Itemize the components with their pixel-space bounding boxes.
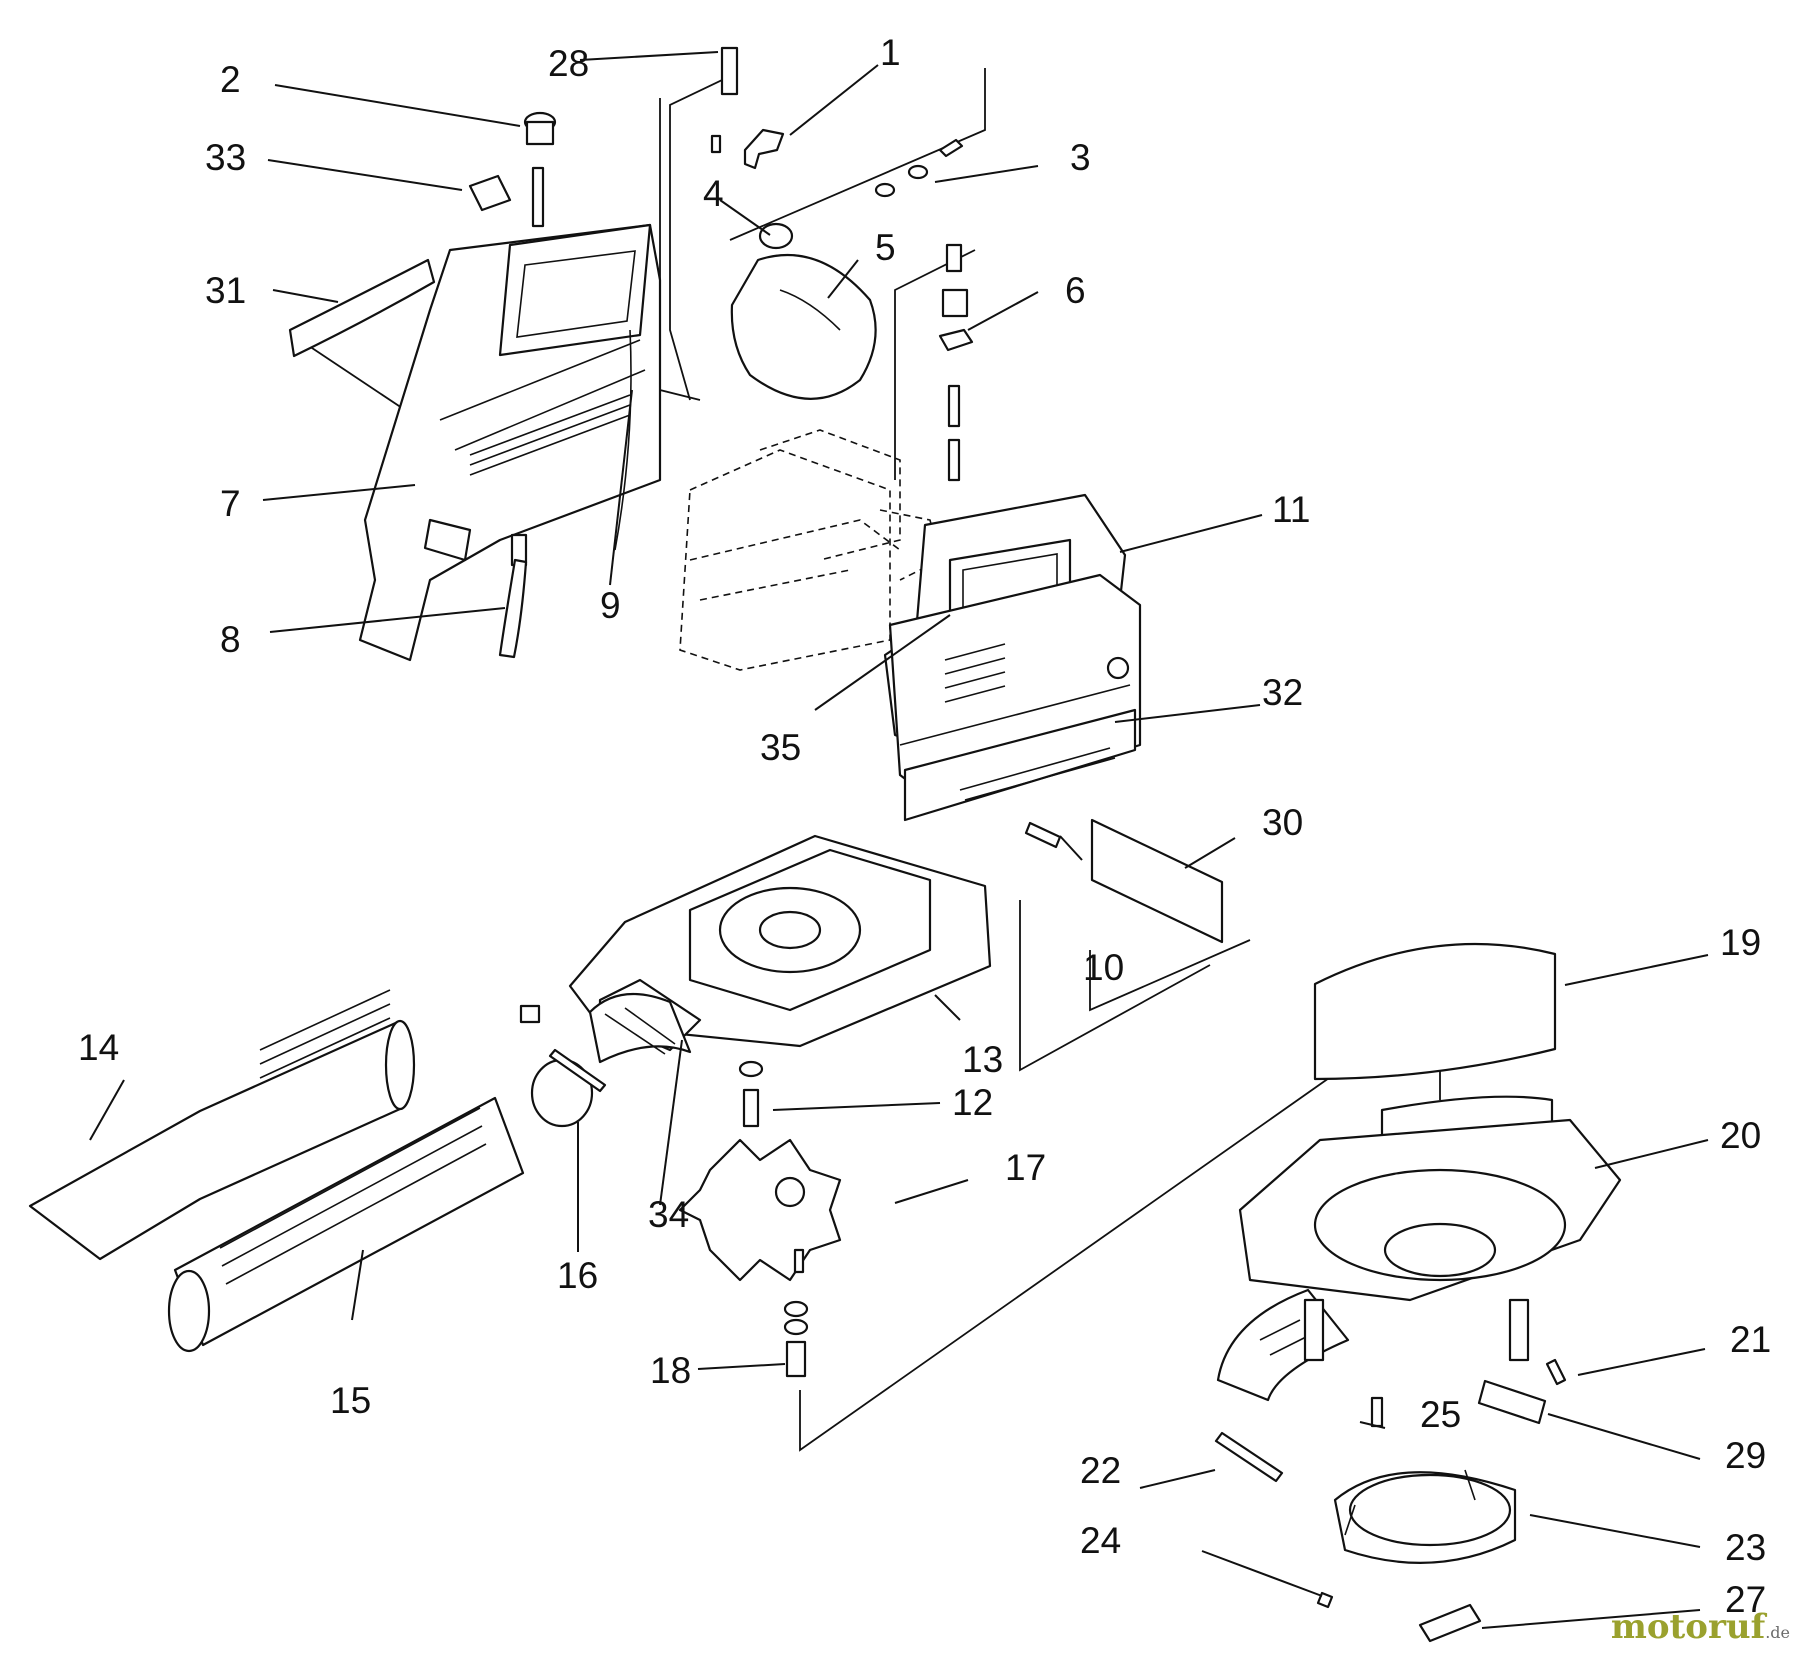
lower-parts <box>1214 1358 1567 1643</box>
callout-25: 25 <box>1420 1394 1461 1435</box>
callout-9: 9 <box>600 585 621 626</box>
fuel-cap-parts <box>468 111 557 228</box>
callout-1: 1 <box>880 32 901 73</box>
callout-33: 33 <box>205 137 246 178</box>
wire-9 <box>614 329 632 551</box>
callout-20: 20 <box>1720 1115 1761 1156</box>
callout-12: 12 <box>952 1082 993 1123</box>
callout-2: 2 <box>220 59 241 100</box>
handle-grip-31 <box>288 258 436 358</box>
callout-32: 32 <box>1262 672 1303 713</box>
callout-11: 11 <box>1272 489 1310 530</box>
watermark-brand: motoruf <box>1610 1607 1766 1647</box>
callout-22: 22 <box>1080 1450 1121 1491</box>
callout-23: 23 <box>1725 1527 1766 1568</box>
callout-28: 28 <box>548 43 589 84</box>
callout-labels: 1 2 3 4 5 6 7 8 9 10 11 12 13 14 15 16 1… <box>78 32 1771 1620</box>
impeller-parts <box>678 1060 842 1378</box>
callout-13: 13 <box>962 1039 1003 1080</box>
decal-28 <box>720 46 739 96</box>
fan-housing-20 <box>1216 1118 1622 1402</box>
callout-35: 35 <box>760 727 801 768</box>
callout-6: 6 <box>1065 270 1086 311</box>
spark-lead-8 <box>498 533 528 659</box>
callout-24: 24 <box>1080 1520 1121 1561</box>
blower-tube-14 <box>28 989 416 1261</box>
callout-29: 29 <box>1725 1435 1766 1476</box>
housing-vents <box>944 643 1006 703</box>
callout-18: 18 <box>650 1350 691 1391</box>
blower-tube-15 <box>167 1096 525 1353</box>
leader-lines <box>89 51 1709 1629</box>
engine-housing-11 <box>883 493 1142 822</box>
callout-27: 27 <box>1725 1579 1766 1620</box>
callout-34: 34 <box>648 1194 689 1235</box>
outlet-34 <box>588 992 692 1064</box>
callout-30: 30 <box>1262 802 1303 843</box>
callout-21: 21 <box>1730 1319 1771 1360</box>
watermark-suffix: .de <box>1765 1623 1790 1642</box>
screw-10 <box>1024 821 1062 849</box>
callout-19: 19 <box>1720 922 1761 963</box>
carburetor-hardware <box>710 128 974 482</box>
callout-4: 4 <box>703 173 724 214</box>
callout-8: 8 <box>220 619 241 660</box>
callout-7: 7 <box>220 483 241 524</box>
callout-16: 16 <box>557 1255 598 1296</box>
clamp-16 <box>519 1004 607 1128</box>
callout-31: 31 <box>205 270 246 311</box>
callout-14: 14 <box>78 1027 119 1068</box>
callout-10: 10 <box>1083 947 1124 988</box>
housing-slots <box>959 747 1116 801</box>
watermark-logo: motoruf.de <box>1611 1607 1790 1647</box>
cover-vents <box>469 394 631 476</box>
callout-5: 5 <box>875 227 896 268</box>
callout-17: 17 <box>1005 1147 1046 1188</box>
blower-housing-13 <box>568 834 992 1052</box>
callout-15: 15 <box>330 1380 371 1421</box>
callout-3: 3 <box>1070 137 1091 178</box>
engine-cover-7 <box>358 223 662 662</box>
decal-30 <box>1090 818 1224 944</box>
